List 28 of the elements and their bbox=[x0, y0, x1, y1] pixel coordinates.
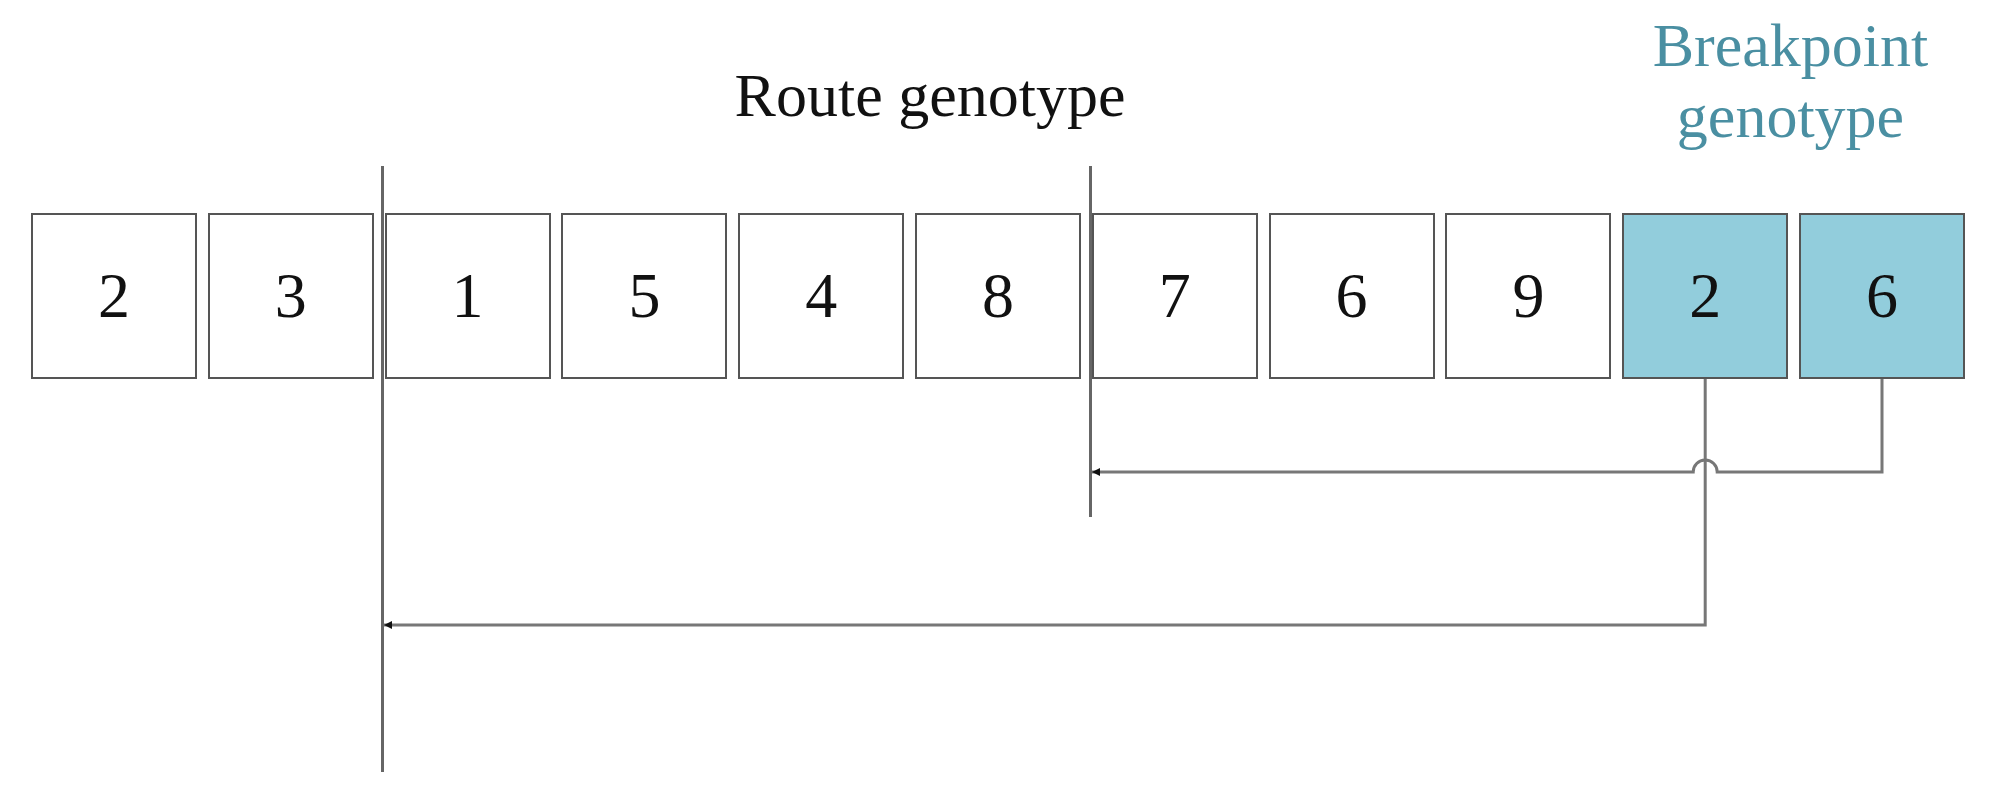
gene-cell bbox=[1622, 213, 1789, 379]
gene-cell bbox=[561, 213, 728, 379]
gene-value: 1 bbox=[451, 259, 484, 333]
gene-value: 9 bbox=[1512, 259, 1545, 333]
breakpoint-line bbox=[381, 166, 384, 772]
gene-cell bbox=[1268, 213, 1435, 379]
gene-cell bbox=[1091, 213, 1258, 379]
gene-cell bbox=[1445, 213, 1612, 379]
gene-cell bbox=[384, 213, 551, 379]
section-label: Route genotype bbox=[733, 60, 1127, 131]
arrow bbox=[1092, 379, 1884, 476]
gene-value: 2 bbox=[1689, 259, 1722, 333]
gene-value: 4 bbox=[805, 259, 838, 333]
gene-value: 5 bbox=[628, 259, 661, 333]
gene-cell bbox=[1799, 213, 1965, 379]
gene-value: 6 bbox=[1866, 259, 1898, 333]
gene-value: 3 bbox=[274, 259, 307, 333]
gene-value: 6 bbox=[1335, 259, 1368, 333]
breakpoint-line bbox=[1089, 166, 1092, 517]
arrow bbox=[384, 379, 1707, 629]
gene-value: 7 bbox=[1158, 259, 1191, 333]
gene-value: 2 bbox=[98, 259, 130, 333]
gene-cell bbox=[31, 213, 197, 379]
gene-value: 8 bbox=[982, 259, 1014, 333]
gene-cell bbox=[915, 213, 1081, 379]
section-label: Breakpoint genotype bbox=[1651, 10, 1930, 153]
gene-cell bbox=[207, 213, 374, 379]
gene-cell bbox=[738, 213, 905, 379]
